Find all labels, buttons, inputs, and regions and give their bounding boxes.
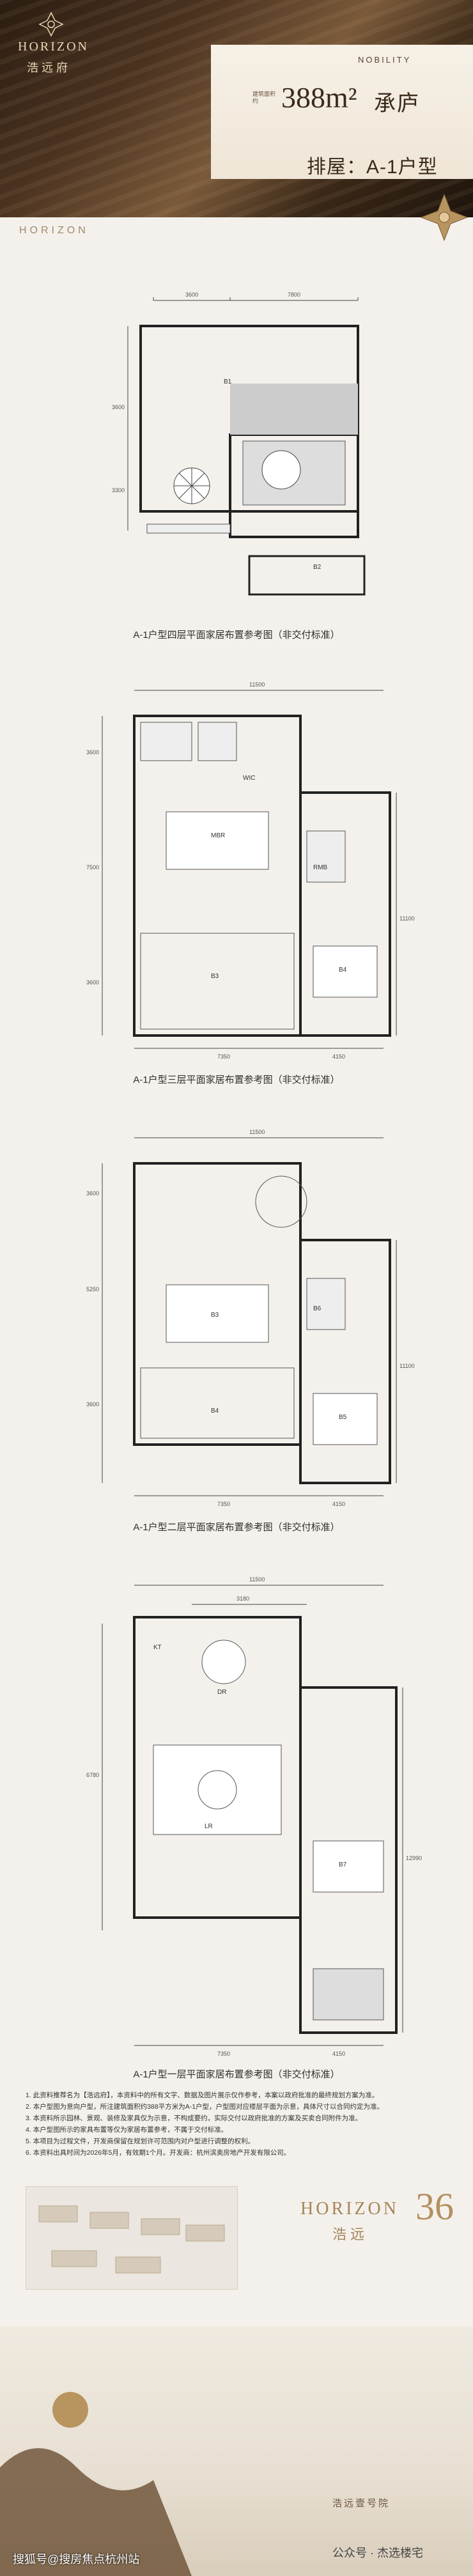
note-5: 5. 本项目为过程文件，开发商保留在规划许可范围内对户型进行调整的权利。	[26, 2138, 255, 2145]
dim-left-3: 3600	[86, 1401, 99, 1408]
plan-caption-4f: A-1户型四层平面家居布置参考图（非交付标准）	[133, 630, 340, 640]
note-1: 1. 此资料推荐名为【浩远府】，本资料中的所有文字、数据及图片展示仅作参考，本案…	[26, 2091, 379, 2099]
dim-left-2: 3300	[112, 487, 125, 493]
dim-right-1: 11100	[399, 915, 415, 922]
dim-top-1: 11500	[249, 681, 265, 688]
room-label-lr: LR	[205, 1823, 213, 1830]
source-watermark: 搜狐号@搜房焦点杭州站	[13, 2553, 140, 2566]
site-plan-icon	[38, 2205, 225, 2274]
row-type-title: 排屋：A-1户型	[307, 157, 438, 178]
room-label-b4: B4	[339, 966, 347, 974]
dim-left-1: 3600	[86, 749, 99, 756]
room-label-wic: WIC	[243, 775, 255, 782]
dim-top-1: 11500	[249, 1129, 265, 1135]
dim-bottom-2: 4150	[332, 2051, 345, 2057]
brand-logo-en: HORIZON	[18, 40, 89, 54]
plan-caption-3f: A-1户型三层平面家居布置参考图（非交付标准）	[133, 1075, 340, 1085]
room-label-mbr: MBR	[211, 832, 225, 839]
room-label-rmb: RMB	[313, 864, 328, 871]
title-panel	[211, 45, 473, 179]
area-prefix: 建筑面积约	[252, 91, 276, 104]
horizon-subtitle: HORIZON	[19, 225, 89, 236]
note-3: 3. 本资料所示园林、景观、装修及家具仅为示意，不构成要约，实际交付以政府批准的…	[26, 2114, 362, 2122]
plan-caption-1f: A-1户型一层平面家居布置参考图（非交付标准）	[133, 2069, 340, 2080]
ornament-icon	[420, 193, 469, 242]
dim-bottom-1: 7350	[217, 1053, 230, 1060]
dim-right-1: 11100	[399, 1363, 415, 1369]
site-plan-map	[26, 2186, 238, 2290]
floor-plan-1f: 11500 3180 6780 12990 7350 4150 LR DR KT…	[86, 1576, 422, 2057]
plan-caption-2f: A-1户型二层平面家居布置参考图（非交付标准）	[133, 1522, 340, 1533]
dim-top-2: 3180	[236, 1595, 249, 1602]
dim-left-2: 5250	[86, 1286, 99, 1292]
dim-top-1: 11500	[249, 1576, 265, 1583]
room-label-b5: B5	[339, 1414, 347, 1421]
note-2: 2. 本户型图为意向户型，所注建筑面积约388平方米为A-1户型，户型图对应楼层…	[26, 2103, 384, 2111]
dim-left-1: 3600	[112, 404, 125, 410]
floor-plan-3f: 11500 3600 7500 3600 11100 7350 4150 MBR…	[86, 681, 415, 1060]
dim-left-3: 3600	[86, 979, 99, 986]
dim-left-1: 6780	[86, 1772, 99, 1778]
dim-bottom-1: 7350	[217, 1501, 230, 1507]
footer-logo-number: 36	[415, 2185, 454, 2228]
room-label-b4: B4	[211, 1408, 219, 1415]
dim-left-2: 7500	[86, 864, 99, 871]
dim-top-2: 7800	[288, 291, 300, 298]
dim-bottom-2: 4150	[332, 1501, 345, 1507]
nobility-label: NOBILITY	[358, 55, 412, 65]
area-value: 388m²	[281, 81, 357, 114]
brand-emblem-icon	[38, 12, 64, 37]
unit-name: 承庐	[374, 92, 420, 116]
brand-logo-cn: 浩远府	[27, 61, 71, 74]
dim-top-1: 3600	[185, 291, 198, 298]
room-label-b3: B3	[211, 973, 219, 980]
room-label-b6: B6	[313, 1305, 322, 1312]
room-label-dr: DR	[217, 1689, 226, 1696]
note-4: 4. 本户型图所示的家具布置等仅为家居布置参考，不属于交付标准。	[26, 2126, 228, 2134]
disclaimer-notes: 1. 此资料推荐名为【浩远府】，本资料中的所有文字、数据及图片展示仅作参考，本案…	[26, 2090, 447, 2159]
dim-bottom-2: 4150	[332, 1053, 345, 1060]
dim-right-1: 12990	[406, 1855, 422, 1861]
room-label-kt: KT	[153, 1644, 162, 1651]
wechat-account: 公众号 · 杰选楼宅	[332, 2547, 423, 2559]
room-label-b7: B7	[339, 1861, 347, 1868]
room-label-1: B1	[224, 378, 232, 385]
floor-plan-4f: 3600 7800 3600 3300 B1 B2	[112, 291, 366, 596]
header-banner	[0, 0, 473, 217]
floor-plan-2f: 11500 3600 5250 3600 11100 7350 4150 B3 …	[86, 1129, 415, 1507]
room-label-2: B2	[313, 564, 322, 571]
decorative-art-icon	[0, 2392, 192, 2576]
dim-left-1: 3600	[86, 1190, 99, 1197]
note-6: 6. 本资料出具时间为2026年5月，有效期1个月。开发商：杭州滨奥房地产开发有…	[26, 2149, 291, 2157]
footer-logo-en: HORIZON	[300, 2199, 399, 2219]
footer-logo-cn: 浩远	[332, 2226, 369, 2242]
dim-bottom-1: 7350	[217, 2051, 230, 2057]
estate-name: 浩远壹号院	[332, 2499, 391, 2509]
room-label-b3: B3	[211, 1312, 219, 1319]
